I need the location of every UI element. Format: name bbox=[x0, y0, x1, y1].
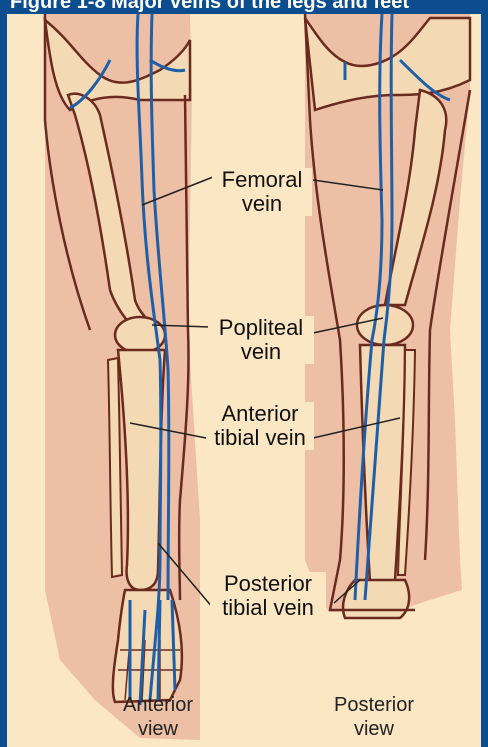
label-posterior-tibial-vein: Posterior tibial vein bbox=[210, 572, 326, 620]
posterior-leg bbox=[305, 14, 470, 618]
label-anterior-tibial-vein: Anterior tibial vein bbox=[206, 402, 314, 450]
posterior-view-caption: Posterior view bbox=[322, 693, 426, 741]
label-femoral-vein: Femoral vein bbox=[212, 168, 312, 216]
anterior-leg bbox=[45, 14, 200, 740]
anterior-view-caption-line1: Anterior bbox=[108, 693, 208, 717]
label-anterior-tibial-vein-line1: Anterior bbox=[206, 402, 314, 426]
label-femoral-vein-line1: Femoral bbox=[212, 168, 312, 192]
label-popliteal-vein-line2: vein bbox=[208, 340, 314, 364]
posterior-view-caption-line1: Posterior bbox=[322, 693, 426, 717]
label-popliteal-vein: Popliteal vein bbox=[208, 316, 314, 364]
label-anterior-tibial-vein-line2: tibial vein bbox=[206, 426, 314, 450]
label-femoral-vein-line2: vein bbox=[212, 192, 312, 216]
posterior-view-caption-line2: view bbox=[322, 717, 426, 741]
anterior-view-caption: Anterior view bbox=[108, 693, 208, 741]
label-popliteal-vein-line1: Popliteal bbox=[208, 316, 314, 340]
anterior-view-caption-line2: view bbox=[108, 717, 208, 741]
label-posterior-tibial-vein-line2: tibial vein bbox=[210, 596, 326, 620]
label-posterior-tibial-vein-line1: Posterior bbox=[210, 572, 326, 596]
